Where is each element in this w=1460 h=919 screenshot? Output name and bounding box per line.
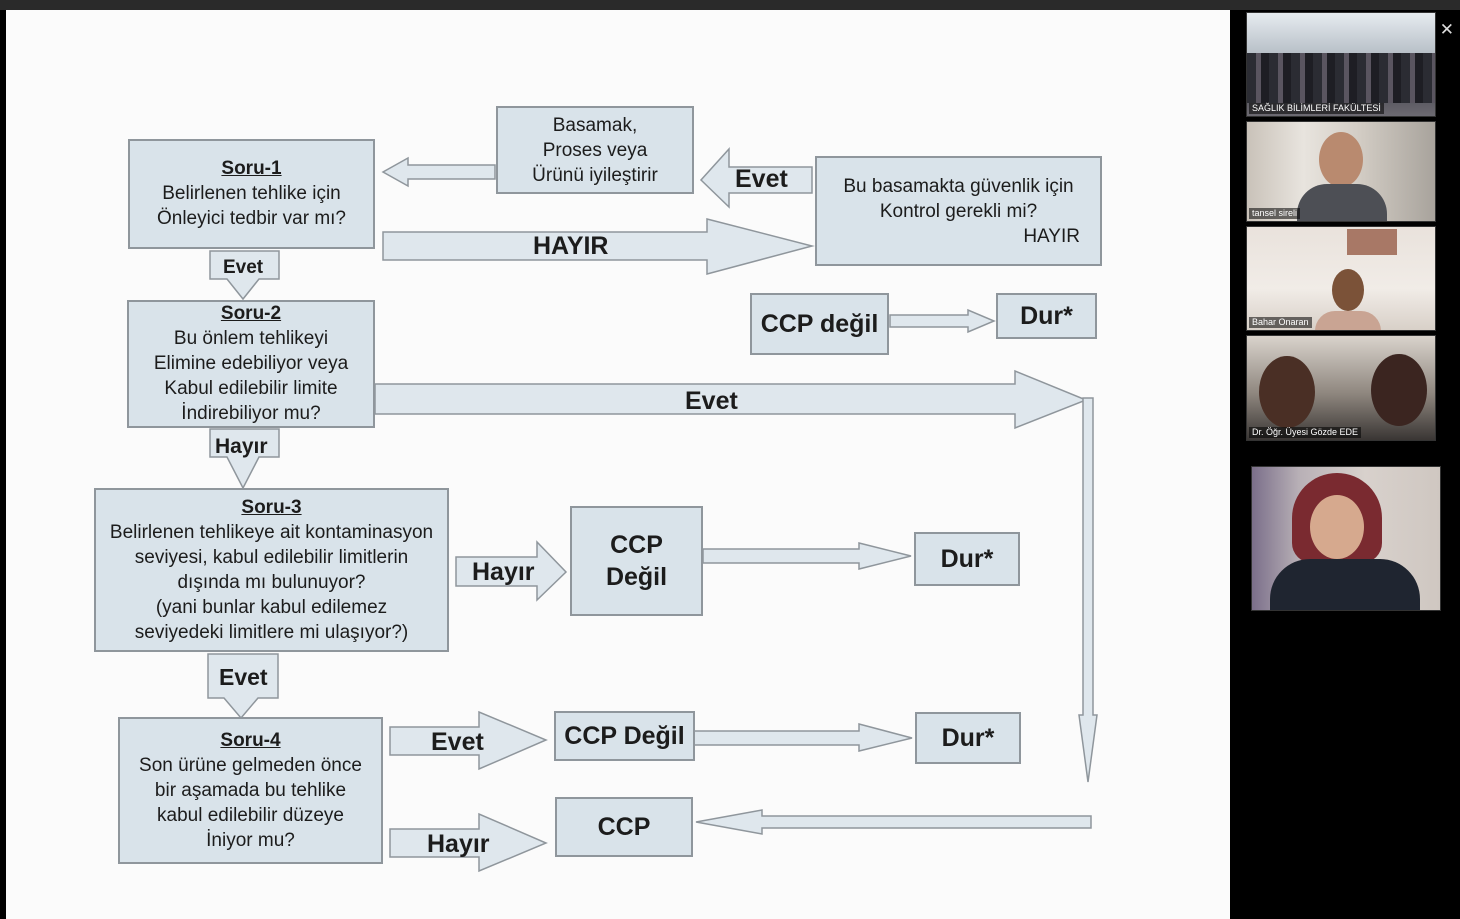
control-line: Bu basamakta güvenlik için bbox=[843, 175, 1074, 197]
question-2-line: Bu önlem tehlikeyi bbox=[173, 328, 329, 349]
participant-video-tile[interactable] bbox=[1251, 466, 1441, 611]
arrow-evet-to-improve bbox=[699, 147, 813, 209]
participant-head bbox=[1259, 356, 1315, 428]
participant-name: Dr. Öğr. Üyesi Gözde EDE bbox=[1249, 427, 1362, 438]
question-2-line: İndirebiliyor mu? bbox=[181, 403, 321, 424]
arrow-label-hayir-q2: Hayır bbox=[215, 435, 268, 458]
wall-picture bbox=[1347, 229, 1397, 255]
arrow-ccpdegil-to-dur-bottom bbox=[693, 723, 913, 752]
arrow-ccpdegil-to-dur-mid bbox=[702, 542, 912, 570]
dur-top-label: Dur* bbox=[1020, 302, 1073, 330]
arrow-label-evet-top: Evet bbox=[735, 165, 788, 193]
question-3-line: Belirlenen tehlikeye ait kontaminasyon bbox=[109, 521, 434, 543]
question-1-box: Soru-1 Belirlenen tehlike için Önleyici … bbox=[128, 139, 375, 249]
arrow-hayir-q4-to-ccp bbox=[389, 812, 548, 873]
participant-body bbox=[1270, 559, 1420, 610]
arrow-label-evet-q1: Evet bbox=[223, 257, 264, 278]
question-4-box: Soru-4 Son ürüne gelmeden önce bir aşama… bbox=[118, 717, 383, 864]
question-3-line: dışında mı bulunuyor? bbox=[177, 571, 366, 593]
question-2-title: Soru-2 bbox=[220, 303, 282, 324]
improve-step-box: Basamak, Proses veya Ürünü iyileştirir bbox=[496, 106, 694, 194]
classroom-audience bbox=[1247, 53, 1435, 103]
arrow-right-vertical bbox=[1078, 397, 1098, 783]
arrow-evet-q2-right bbox=[374, 369, 1089, 430]
arrow-label-evet-q4: Evet bbox=[431, 728, 484, 756]
arrow-hayir-q2-to-q3 bbox=[209, 428, 280, 490]
question-1-line: Belirlenen tehlike için bbox=[162, 183, 341, 204]
participants-panel: ✕ SAĞLIK BİLİMLERİ FAKÜLTESİ tansel sire… bbox=[1231, 10, 1460, 919]
arrow-evet-q4-to-ccpdegil bbox=[389, 710, 548, 771]
participant-head bbox=[1310, 495, 1364, 559]
improve-line: Proses veya bbox=[542, 139, 648, 161]
participant-video-tile[interactable]: tansel sireli bbox=[1246, 121, 1436, 222]
question-2-box: Soru-2 Bu önlem tehlikeyi Elimine edebil… bbox=[127, 300, 375, 428]
dur-mid-box: Dur* bbox=[914, 532, 1020, 586]
question-4-line: kabul edilebilir düzeye bbox=[157, 804, 344, 826]
arrow-evet-q1-to-q2 bbox=[209, 250, 280, 301]
classroom-ceiling bbox=[1247, 13, 1435, 53]
arrow-label-hayir-big: HAYIR bbox=[533, 232, 609, 260]
participant-head bbox=[1371, 354, 1427, 426]
dur-bottom-label: Dur* bbox=[941, 724, 995, 752]
participant-video-tile[interactable]: Bahar Onaran bbox=[1246, 226, 1436, 331]
flowchart-arrows bbox=[207, 147, 1098, 873]
dur-top-box: Dur* bbox=[996, 293, 1097, 339]
participant-name: SAĞLIK BİLİMLERİ FAKÜLTESİ bbox=[1249, 103, 1384, 114]
ccp-degil-mid-line: CCP bbox=[610, 531, 663, 559]
arrow-label-hayir-q3: Hayır bbox=[472, 558, 535, 586]
question-1-title: Soru-1 bbox=[221, 158, 282, 179]
participant-body bbox=[1297, 184, 1387, 221]
question-4-title: Soru-4 bbox=[220, 729, 281, 751]
ccp-box: CCP bbox=[555, 797, 693, 857]
question-3-title: Soru-3 bbox=[241, 496, 302, 518]
participant-video-tile[interactable]: Dr. Öğr. Üyesi Gözde EDE bbox=[1246, 335, 1436, 441]
arrow-label-evet-q3: Evet bbox=[219, 664, 268, 690]
arrow-evet-q3-to-q4 bbox=[207, 653, 279, 720]
control-answer: HAYIR bbox=[1023, 225, 1080, 247]
arrow-label-hayir-q4: Hayır bbox=[427, 830, 490, 858]
close-icon[interactable]: ✕ bbox=[1439, 20, 1454, 40]
question-4-line: İniyor mu? bbox=[206, 829, 295, 851]
ccp-degil-bottom-box: CCP Değil bbox=[554, 711, 695, 761]
ccp-degil-top-box: CCP değil bbox=[750, 293, 889, 355]
participant-name: tansel sireli bbox=[1249, 208, 1301, 219]
arrow-hayir-q1-to-control bbox=[382, 218, 815, 275]
question-4-line: bir aşamada bu tehlike bbox=[154, 779, 347, 801]
arrow-bottom-to-ccp bbox=[695, 809, 1092, 835]
question-2-line: Elimine edebiliyor veya bbox=[153, 353, 349, 374]
participant-head bbox=[1332, 269, 1364, 311]
question-2-line: Kabul edilebilir limite bbox=[164, 378, 338, 399]
question-4-line: Son ürüne gelmeden önce bbox=[139, 754, 362, 776]
ccp-degil-bottom-label: CCP Değil bbox=[564, 722, 685, 750]
participant-video-tile[interactable]: SAĞLIK BİLİMLERİ FAKÜLTESİ bbox=[1246, 12, 1436, 117]
improve-line: Ürünü iyileştirir bbox=[532, 164, 658, 186]
ccp-label: CCP bbox=[597, 813, 651, 841]
window-top-bar bbox=[0, 0, 1460, 10]
arrow-ccpdegil-to-dur-top bbox=[889, 308, 996, 334]
participant-head bbox=[1319, 132, 1363, 187]
improve-line: Basamak, bbox=[552, 114, 638, 136]
question-3-line: seviyesi, kabul edilebilir limitlerin bbox=[134, 546, 409, 568]
question-3-line: (yani bunlar kabul edilemez bbox=[155, 596, 388, 618]
dur-mid-label: Dur* bbox=[940, 545, 994, 573]
ccp-degil-top-label: CCP değil bbox=[760, 310, 879, 338]
arrow-hayir-q3-to-ccpdegil bbox=[455, 540, 568, 602]
ccp-degil-mid-box: CCP Değil bbox=[570, 506, 703, 616]
question-3-box: Soru-3 Belirlenen tehlikeye ait kontamin… bbox=[94, 488, 449, 652]
control-line: Kontrol gerekli mi? bbox=[879, 200, 1038, 222]
participant-name: Bahar Onaran bbox=[1249, 317, 1312, 328]
control-needed-box: Bu basamakta güvenlik için Kontrol gerek… bbox=[815, 156, 1102, 266]
dur-bottom-box: Dur* bbox=[915, 712, 1021, 764]
arrow-label-evet-q2: Evet bbox=[685, 387, 738, 415]
participant-body bbox=[1315, 311, 1381, 330]
arrow-improve-to-q1 bbox=[381, 156, 496, 188]
question-3-line: seviyedeki limitlere mi ulaşıyor?) bbox=[134, 621, 409, 643]
question-1-line: Önleyici tedbir var mı? bbox=[156, 208, 346, 229]
shared-screen-slide: Soru-1 Belirlenen tehlike için Önleyici … bbox=[6, 10, 1230, 919]
ccp-degil-mid-line: Değil bbox=[605, 563, 668, 591]
